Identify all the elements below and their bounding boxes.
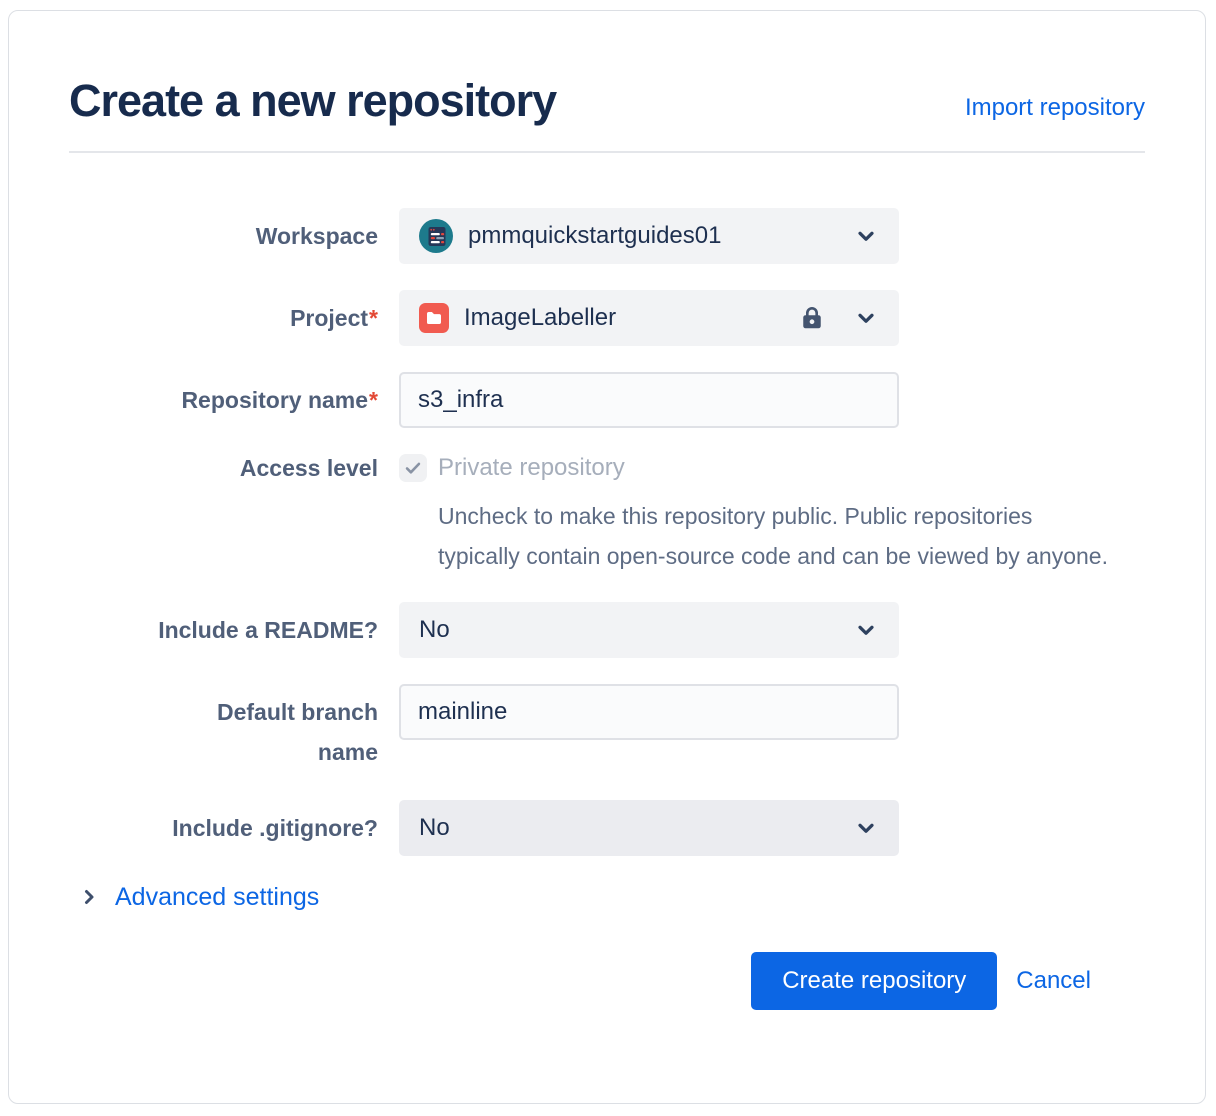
include-gitignore-label: Include .gitignore?	[172, 815, 378, 841]
project-select[interactable]: ImageLabeller	[399, 290, 899, 346]
advanced-settings-label: Advanced settings	[115, 882, 320, 911]
private-repository-checkbox[interactable]	[399, 454, 427, 482]
dialog-actions: Create repository Cancel	[69, 952, 1145, 1010]
create-repository-form: Workspace	[69, 208, 1145, 1010]
project-avatar-icon	[419, 303, 449, 333]
chevron-down-icon	[853, 617, 879, 643]
chevron-down-icon	[853, 223, 879, 249]
page-title: Create a new repository	[69, 75, 557, 126]
advanced-settings-toggle[interactable]: Advanced settings	[77, 882, 1145, 912]
required-asterisk: *	[369, 387, 378, 413]
project-value: ImageLabeller	[464, 304, 617, 331]
workspace-row: Workspace	[69, 208, 1145, 264]
access-level-label: Access level	[239, 455, 378, 481]
include-readme-value: No	[419, 616, 450, 643]
private-repository-label: Private repository	[438, 454, 625, 481]
lock-icon	[797, 303, 827, 333]
repository-name-input[interactable]	[399, 372, 899, 428]
repository-name-label: Repository name*	[181, 387, 378, 413]
chevron-down-icon	[853, 305, 879, 331]
required-asterisk: *	[369, 305, 378, 331]
default-branch-label: Default branch name	[216, 699, 378, 765]
project-label: Project*	[290, 305, 378, 331]
create-repository-dialog: Create a new repository Import repositor…	[8, 10, 1206, 1104]
include-gitignore-value: No	[419, 814, 450, 841]
access-level-help-text: Uncheck to make this repository public. …	[438, 503, 1108, 569]
default-branch-input[interactable]	[399, 684, 899, 740]
chevron-down-icon	[853, 815, 879, 841]
workspace-value: pmmquickstartguides01	[468, 222, 722, 249]
include-gitignore-row: Include .gitignore? No	[69, 800, 1145, 856]
divider	[69, 151, 1145, 153]
import-repository-link[interactable]: Import repository	[964, 94, 1145, 121]
workspace-select[interactable]: pmmquickstartguides01	[399, 208, 899, 264]
workspace-label: Workspace	[255, 223, 378, 249]
default-branch-row: Default branch name	[69, 684, 1145, 772]
project-row: Project* ImageLabeller	[69, 290, 1145, 346]
include-readme-label: Include a README?	[158, 617, 378, 643]
include-readme-select[interactable]: No	[399, 602, 899, 658]
cancel-button[interactable]: Cancel	[1016, 967, 1091, 994]
repository-name-row: Repository name*	[69, 372, 1145, 428]
include-readme-row: Include a README? No	[69, 602, 1145, 658]
workspace-avatar-icon	[419, 219, 453, 253]
create-repository-button[interactable]: Create repository	[751, 952, 998, 1010]
include-gitignore-select[interactable]: No	[399, 800, 899, 856]
dialog-header: Create a new repository Import repositor…	[69, 75, 1145, 127]
access-level-row: Access level Private repository Uncheck …	[69, 454, 1145, 576]
chevron-right-icon	[77, 885, 101, 909]
